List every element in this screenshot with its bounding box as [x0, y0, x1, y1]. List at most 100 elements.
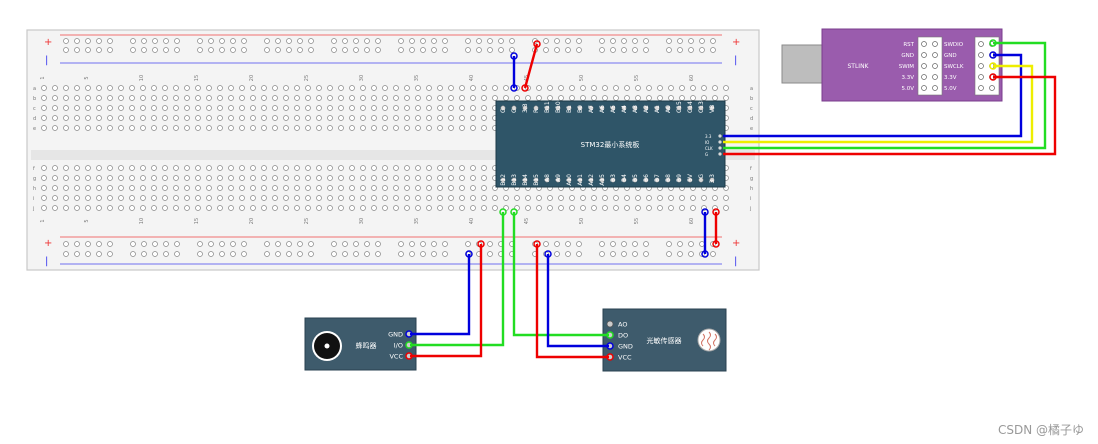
breadboard-hole [250, 95, 256, 101]
breadboard-hole [316, 125, 322, 131]
stm32-top-pin-label: A3 [632, 105, 639, 113]
breadboard-hole [624, 95, 630, 101]
breadboard-hole [569, 95, 575, 101]
breadboard-hole [437, 115, 443, 121]
rail-plus-label: + [44, 37, 52, 48]
breadboard-hole [96, 205, 102, 211]
breadboard-hole [151, 85, 157, 91]
breadboard-hole [107, 38, 113, 44]
breadboard-hole [375, 38, 381, 44]
stlink-body [821, 28, 1003, 102]
breadboard-hole [206, 115, 212, 121]
breadboard-hole [294, 185, 300, 191]
breadboard-hole [173, 205, 179, 211]
stm32-bottom-pin [687, 177, 693, 183]
breadboard-hole [162, 205, 168, 211]
breadboard-hole [197, 241, 203, 247]
breadboard-hole [107, 195, 113, 201]
breadboard-hole [173, 105, 179, 111]
breadboard-hole [409, 38, 415, 44]
breadboard-hole [338, 85, 344, 91]
breadboard-hole [250, 165, 256, 171]
breadboard-hole [602, 195, 608, 201]
stm32-bottom-pin [566, 177, 572, 183]
breadboard-hole [576, 47, 582, 53]
breadboard-hole [85, 95, 91, 101]
stm32-top-pin-label: G [500, 108, 507, 113]
breadboard-hole [308, 241, 314, 247]
breadboard-hole [283, 105, 289, 111]
breadboard-hole [184, 115, 190, 121]
light-sensor-pin-label: GND [618, 343, 633, 351]
breadboard-hole [558, 195, 564, 201]
breadboard-hole [173, 115, 179, 121]
breadboard-hole [599, 38, 605, 44]
breadboard-hole [338, 185, 344, 191]
breadboard-hole [431, 241, 437, 247]
breadboard-hole [360, 85, 366, 91]
breadboard-hole [576, 241, 582, 247]
breadboard-hole [371, 175, 377, 181]
breadboard-hole [74, 185, 80, 191]
breadboard-hole [195, 95, 201, 101]
breadboard-hole [487, 251, 493, 257]
breadboard-hole [437, 185, 443, 191]
breadboard-hole [195, 185, 201, 191]
breadboard-hole [442, 251, 448, 257]
breadboard-hole [305, 175, 311, 181]
breadboard-hole [426, 175, 432, 181]
breadboard-hole [701, 85, 707, 91]
column-number: 55 [634, 218, 640, 224]
breadboard-hole [426, 105, 432, 111]
breadboard-column-numbers: 1155101015152020252530303535404045455050… [40, 75, 695, 224]
breadboard-hole [509, 38, 515, 44]
breadboard-hole [294, 105, 300, 111]
breadboard-hole [476, 38, 482, 44]
breadboard-hole [404, 185, 410, 191]
breadboard-hole [525, 95, 531, 101]
breadboard-hole [371, 125, 377, 131]
row-letter: h [33, 186, 36, 192]
breadboard-hole [382, 125, 388, 131]
breadboard-hole [184, 85, 190, 91]
breadboard-hole [239, 175, 245, 181]
breadboard-hole [591, 95, 597, 101]
breadboard-hole [349, 105, 355, 111]
breadboard-hole [465, 47, 471, 53]
breadboard-hole [228, 175, 234, 181]
breadboard-hole [360, 165, 366, 171]
breadboard-hole [208, 251, 214, 257]
wire-red-stlink-3v3 [723, 75, 1057, 156]
breadboard-hole [459, 95, 465, 101]
breadboard-hole [554, 38, 560, 44]
breadboard-hole [63, 38, 69, 44]
breadboard-hole [305, 115, 311, 121]
breadboard-hole [712, 95, 718, 101]
breadboard-hole [217, 175, 223, 181]
breadboard-hole [151, 175, 157, 181]
breadboard-hole [239, 105, 245, 111]
breadboard-hole [283, 205, 289, 211]
stm32-bottom-pin [555, 177, 561, 183]
stm32-top-pin-label: VB [709, 105, 716, 113]
stm32-top-pin [500, 105, 506, 111]
breadboard-hole [364, 47, 370, 53]
breadboard-hole [327, 95, 333, 101]
breadboard-hole [554, 47, 560, 53]
breadboard-hole [184, 95, 190, 101]
rail-plus-label: + [732, 37, 740, 48]
breadboard-hole [250, 125, 256, 131]
breadboard-hole [569, 195, 575, 201]
breadboard-hole [448, 205, 454, 211]
breadboard-hole [688, 241, 694, 247]
row-letter: f [750, 166, 752, 172]
stlink-pin [978, 41, 984, 47]
breadboard-hole [558, 205, 564, 211]
breadboard-hole [250, 85, 256, 91]
breadboard-hole [635, 95, 641, 101]
breadboard-hole [206, 195, 212, 201]
breadboard-hole [404, 165, 410, 171]
breadboard-hole [41, 85, 47, 91]
